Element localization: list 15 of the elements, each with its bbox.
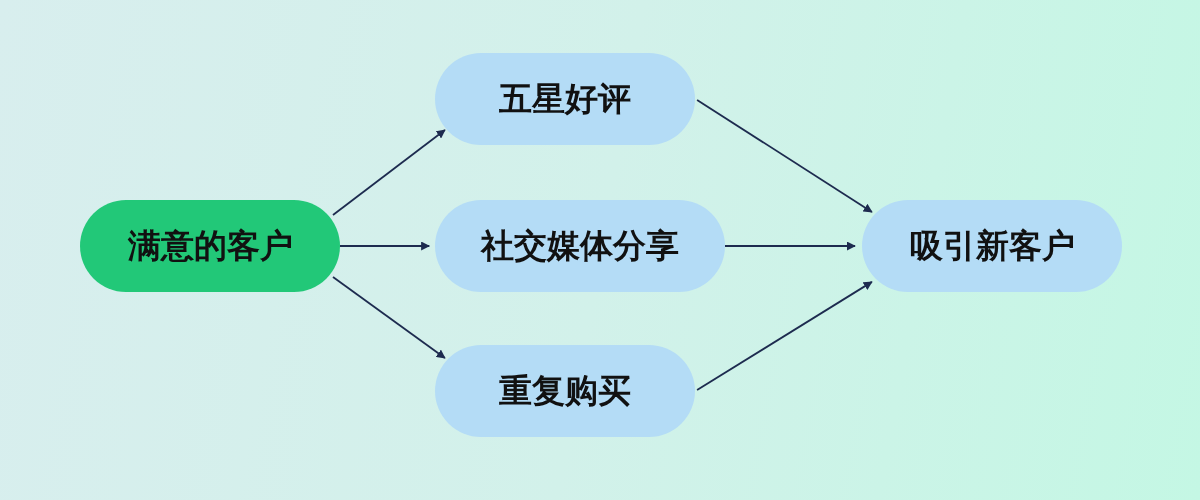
process-node bbox=[862, 200, 1122, 292]
process-node bbox=[435, 53, 695, 145]
arrow bbox=[332, 276, 446, 359]
node-label: 吸引新客户 bbox=[909, 224, 1075, 267]
node-label: 社交媒体分享 bbox=[481, 224, 679, 267]
process-node bbox=[435, 345, 695, 437]
arrow bbox=[724, 241, 856, 251]
node-label: 重复购买 bbox=[499, 369, 631, 412]
arrow bbox=[339, 241, 431, 251]
arrow bbox=[332, 129, 446, 216]
arrow bbox=[696, 281, 873, 391]
start-node bbox=[80, 200, 340, 292]
node-label: 五星好评 bbox=[499, 77, 631, 120]
arrow bbox=[696, 99, 873, 213]
node-label: 满意的客户 bbox=[127, 224, 293, 267]
